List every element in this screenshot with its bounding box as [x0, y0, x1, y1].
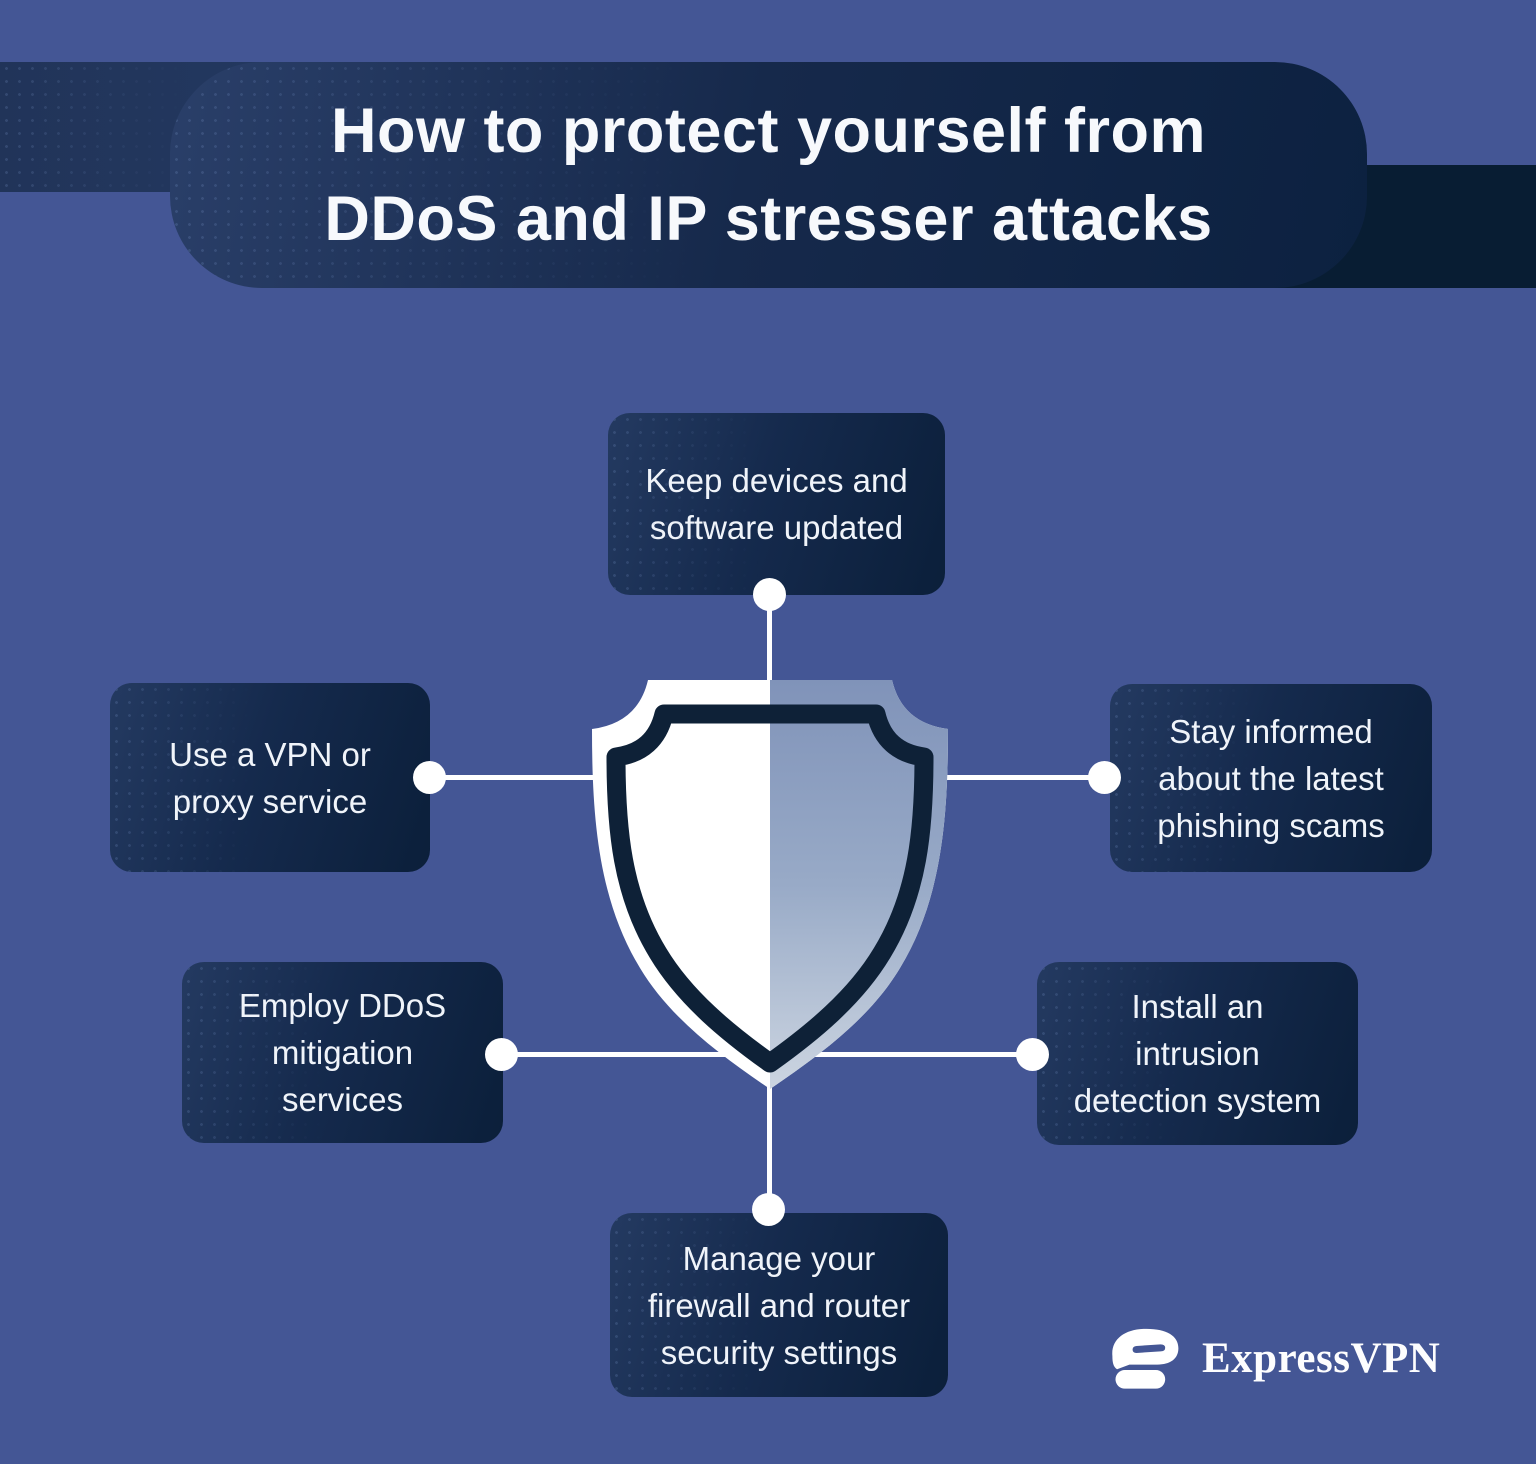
card-label: Use a VPN or proxy service	[169, 735, 371, 820]
card-label: Stay informed about the latest phishing …	[1157, 712, 1385, 844]
card-label: Keep devices and software updated	[645, 462, 908, 546]
connector-dot	[1088, 761, 1121, 794]
card-stay-informed-phishing: Stay informed about the latest phishing …	[1110, 684, 1432, 872]
card-manage-firewall-router: Manage your firewall and router security…	[610, 1213, 948, 1397]
connector-dot	[413, 761, 446, 794]
expressvpn-wordmark: ExpressVPN	[1202, 1334, 1441, 1382]
expressvpn-logo: ExpressVPN	[1106, 1322, 1440, 1394]
card-label: Manage your firewall and router security…	[647, 1239, 911, 1371]
card-use-vpn-or-proxy: Use a VPN or proxy service	[110, 683, 430, 872]
shield-icon	[592, 680, 948, 1089]
card-install-intrusion-detection: Install an intrusion detection system	[1037, 962, 1358, 1145]
banner-main	[170, 62, 1367, 288]
card-employ-ddos-mitigation: Employ DDoS mitigation services	[182, 962, 503, 1143]
card-label: Install an intrusion detection system	[1073, 988, 1322, 1119]
page-title: How to protect yourself from DDoS and IP…	[324, 96, 1213, 254]
connector-dot	[1016, 1038, 1049, 1071]
card-keep-devices-updated: Keep devices and software updated	[608, 413, 945, 595]
connector-dot	[752, 1193, 785, 1226]
connector-dot	[485, 1038, 518, 1071]
expressvpn-logo-icon	[1112, 1328, 1179, 1389]
card-label: Employ DDoS mitigation services	[238, 987, 447, 1118]
connector-dot	[753, 578, 786, 611]
